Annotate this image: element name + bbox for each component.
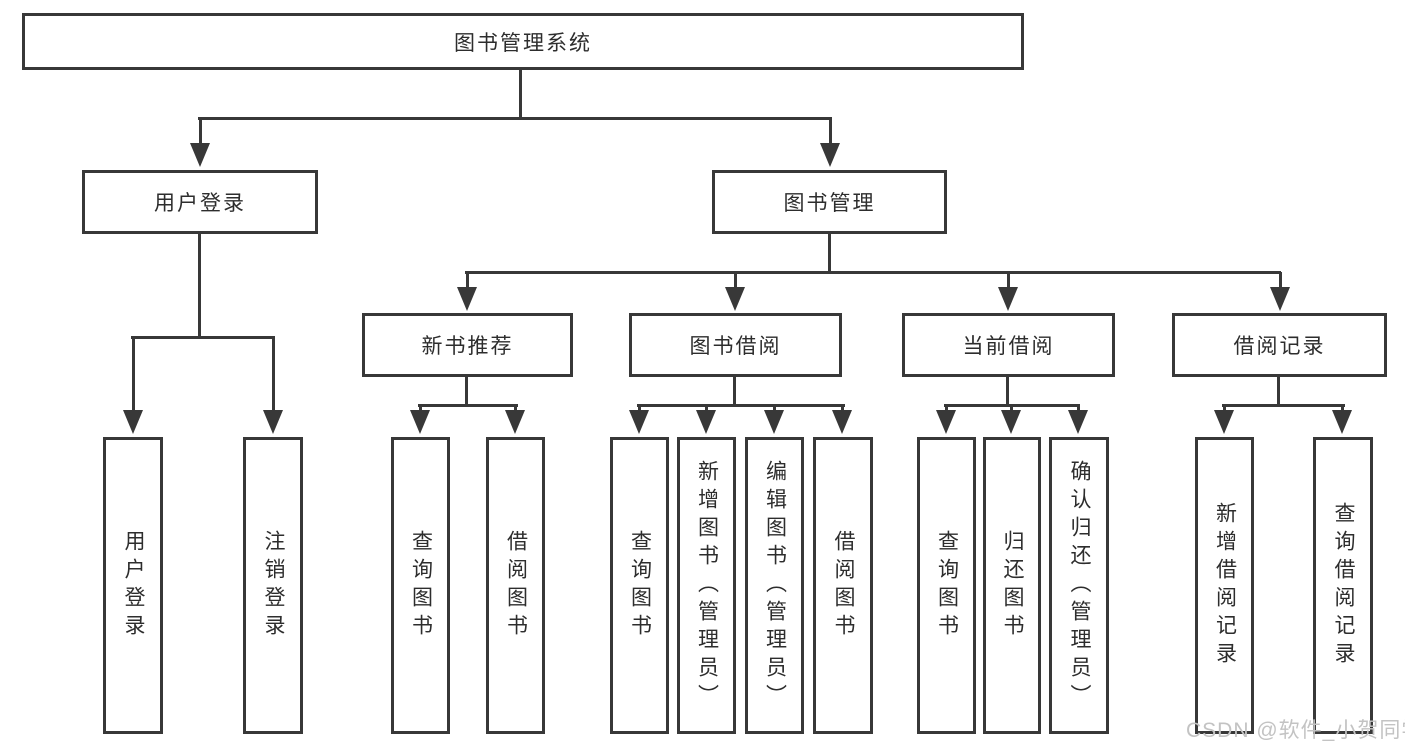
leaf-query-borrow-record: 查询借阅记录: [1313, 437, 1373, 734]
connector-stub: [945, 404, 948, 415]
arrow-down-icon: [696, 410, 716, 434]
connector-new-book-rec-stem: [465, 376, 468, 407]
leaf-borrow-books-recommend: 借阅图书: [486, 437, 545, 734]
node-library-management-system: 图书管理系统: [22, 13, 1024, 70]
arrow-down-icon: [998, 287, 1018, 311]
arrow-down-icon: [123, 410, 143, 434]
leaf-query-books-recommend: 查询图书: [391, 437, 450, 734]
node-label: 借阅图书: [832, 529, 856, 642]
connector-stub: [841, 404, 844, 415]
connector-stub: [1010, 404, 1013, 415]
node-label: 用户登录: [154, 192, 246, 215]
node-label: 注销登录: [262, 529, 286, 642]
node-book-borrowing: 图书借阅: [629, 313, 842, 377]
node-label: 图书借阅: [689, 335, 782, 358]
node-label: 新增借阅记录: [1213, 501, 1237, 670]
connector-stub: [514, 404, 517, 415]
node-label: 确认归还（管理员）: [1068, 459, 1092, 712]
leaf-edit-books-admin: 编辑图书（管理员）: [745, 437, 804, 734]
node-borrowing-records: 借阅记录: [1172, 313, 1387, 377]
arrow-down-icon: [1332, 410, 1352, 434]
arrow-down-icon: [410, 410, 430, 434]
arrow-down-icon: [1068, 410, 1088, 434]
connector-borrow-records-branch: [1222, 404, 1345, 407]
node-label: 查询图书: [409, 529, 433, 642]
connector-book-borrow-branch: [637, 404, 845, 407]
connector-new-book-rec-branch: [418, 404, 518, 407]
connector-stub: [705, 404, 708, 415]
node-new-book-recommendation: 新书推荐: [362, 313, 573, 377]
connector-stub-user-login: [199, 117, 202, 148]
connector-root-branch: [198, 117, 832, 120]
connector-book-mgmt-branch: [465, 271, 1281, 274]
node-label: 新增图书（管理员）: [695, 459, 719, 712]
leaf-query-books-borrow: 查询图书: [610, 437, 669, 734]
node-label: 借阅图书: [504, 529, 528, 642]
node-book-management: 图书管理: [712, 170, 947, 234]
node-label: 查询图书: [628, 529, 652, 642]
node-label: 编辑图书（管理员）: [763, 459, 787, 712]
arrow-down-icon: [457, 287, 477, 311]
leaf-add-books-admin: 新增图书（管理员）: [677, 437, 736, 734]
node-label: 查询图书: [935, 529, 959, 642]
leaf-user-login: 用户登录: [103, 437, 163, 734]
node-label: 借阅记录: [1233, 335, 1326, 358]
leaf-return-books: 归还图书: [983, 437, 1041, 734]
node-label: 当前借阅: [962, 335, 1055, 358]
node-label: 查询借阅记录: [1332, 501, 1356, 670]
arrow-down-icon: [820, 143, 840, 167]
node-label: 新书推荐: [421, 335, 514, 358]
arrow-down-icon: [505, 410, 525, 434]
connector-user-login-stem: [198, 233, 201, 339]
node-label: 归还图书: [1001, 529, 1025, 642]
arrow-down-icon: [936, 410, 956, 434]
node-label: 图书管理系统: [454, 31, 592, 55]
node-current-borrowing: 当前借阅: [902, 313, 1115, 377]
connector-stub-new-book-rec: [466, 272, 469, 292]
connector-current-borrow-stem: [1006, 376, 1009, 407]
arrow-down-icon: [1001, 410, 1021, 434]
connector-stub-leaf-logout: [272, 336, 275, 415]
connector-stub: [1223, 404, 1226, 415]
connector-root-stem: [519, 70, 522, 120]
leaf-query-books-current: 查询图书: [917, 437, 976, 734]
node-label: 图书管理: [783, 192, 876, 215]
csdn-watermark: CSDN @软件_小贺同学: [1186, 719, 1405, 742]
arrow-down-icon: [725, 287, 745, 311]
connector-book-borrow-stem: [733, 376, 736, 407]
connector-user-login-branch: [131, 336, 275, 339]
node-label: 用户登录: [122, 529, 146, 642]
connector-stub-leaf-user-login: [132, 336, 135, 415]
connector-stub-borrow-records: [1279, 272, 1282, 292]
connector-stub-book-borrow: [734, 272, 737, 292]
arrow-down-icon: [629, 410, 649, 434]
arrow-down-icon: [1214, 410, 1234, 434]
connector-stub-current-borrow: [1007, 272, 1010, 292]
arrow-down-icon: [1270, 287, 1290, 311]
arrow-down-icon: [832, 410, 852, 434]
connector-stub: [1077, 404, 1080, 415]
arrow-down-icon: [263, 410, 283, 434]
connector-borrow-records-stem: [1277, 376, 1280, 407]
connector-stub: [1341, 404, 1344, 415]
connector-stub: [419, 404, 422, 415]
connector-book-mgmt-stem: [828, 233, 831, 274]
connector-stub: [773, 404, 776, 415]
leaf-borrow-books: 借阅图书: [813, 437, 873, 734]
arrow-down-icon: [764, 410, 784, 434]
leaf-logout: 注销登录: [243, 437, 303, 734]
leaf-confirm-return-admin: 确认归还（管理员）: [1049, 437, 1109, 734]
connector-stub-book-mgmt: [829, 117, 832, 148]
leaf-add-borrow-record: 新增借阅记录: [1195, 437, 1254, 734]
arrow-down-icon: [190, 143, 210, 167]
connector-stub: [638, 404, 641, 415]
node-user-login: 用户登录: [82, 170, 318, 234]
